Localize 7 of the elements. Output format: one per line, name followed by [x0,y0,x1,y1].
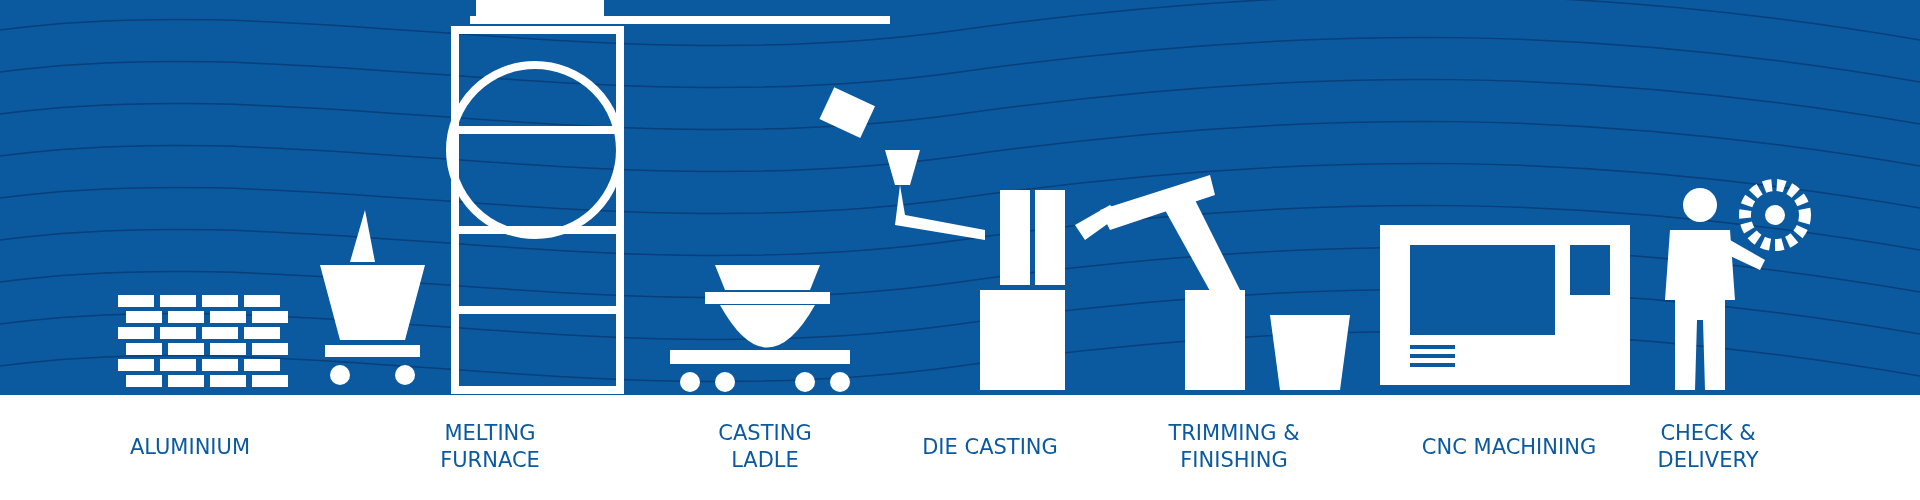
step-label: ALUMINIUM [128,433,252,461]
step-label: DIE CASTING [921,433,1059,461]
step-label: MELTING FURNACE [439,420,541,474]
step-label: TRIMMING & FINISHING [1167,420,1301,474]
step-label: CHECK & DELIVERY [1656,420,1760,474]
step-label: CASTING LADLE [717,420,813,474]
step-label: CNC MACHINING [1420,433,1598,461]
